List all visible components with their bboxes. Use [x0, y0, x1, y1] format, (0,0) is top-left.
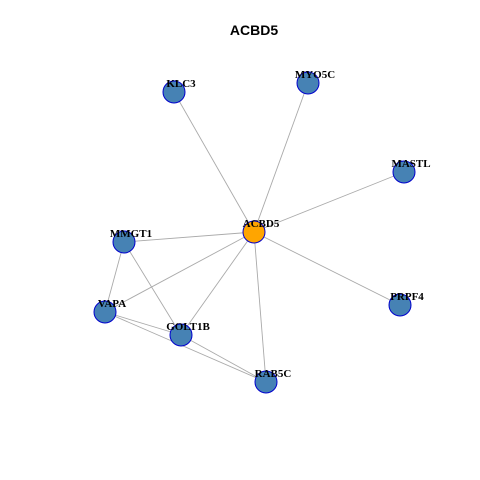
edge-acbd5-prpf4 — [253, 231, 401, 306]
node-label-prpf4: PRPF4 — [390, 291, 424, 303]
node-mmgt1 — [112, 230, 136, 254]
node-label-vapa: VAPA — [98, 298, 126, 310]
edge-golt1b-rab5c — [180, 334, 267, 383]
graph-title: ACBD5 — [230, 22, 278, 38]
edge-acbd5-rab5c — [253, 231, 267, 383]
node-label-mastl: MASTL — [391, 158, 430, 170]
node-label-acbd5: ACBD5 — [243, 218, 280, 230]
node-label-mmgt1: MMGT1 — [110, 228, 152, 240]
edge-mmgt1-golt1b — [123, 241, 182, 336]
nodes-layer — [93, 71, 416, 394]
edge-vapa-golt1b — [104, 311, 182, 336]
edge-acbd5-vapa — [104, 231, 255, 313]
node-golt1b — [169, 323, 193, 347]
node-label-golt1b: GOLT1B — [166, 321, 210, 333]
node-mastl — [392, 160, 416, 184]
edges-layer — [104, 82, 405, 383]
node-label-myo5c: MYO5C — [295, 69, 335, 81]
edge-acbd5-mmgt1 — [123, 231, 255, 243]
node-klc3 — [162, 80, 186, 104]
node-vapa — [93, 300, 117, 324]
node-myo5c — [296, 71, 320, 95]
node-label-klc3: KLC3 — [166, 78, 196, 90]
edge-acbd5-myo5c — [253, 82, 309, 233]
edge-acbd5-klc3 — [173, 91, 255, 233]
edge-acbd5-mastl — [253, 171, 405, 233]
node-label-rab5c: RAB5C — [255, 368, 292, 380]
node-rab5c — [254, 370, 278, 394]
edge-mmgt1-vapa — [104, 241, 125, 313]
edge-vapa-rab5c — [104, 311, 267, 383]
node-prpf4 — [388, 293, 412, 317]
edge-acbd5-golt1b — [180, 231, 255, 336]
node-acbd5 — [242, 220, 266, 244]
